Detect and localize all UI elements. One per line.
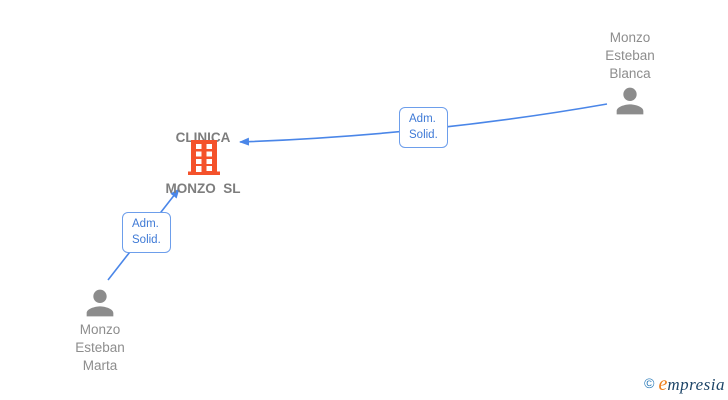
edge-label-line1: Adm. [132,218,159,230]
company-name-line2: MONZO SL [165,181,241,196]
person-name-marta-line1: Monzo [79,322,121,337]
person-name-blanca: Monzo Esteban Blanca [570,29,690,83]
edge-label-line1: Adm. [409,113,436,125]
brand-initial: e [658,373,668,395]
person-name-marta-line2: Esteban [75,340,125,355]
person-name-blanca-line1: Monzo [609,30,651,45]
edge-label-line2: Solid. [409,129,438,141]
person-name-marta: Monzo Esteban Marta [40,321,160,375]
person-name-blanca-line2: Esteban [605,48,655,63]
empresia-logo[interactable]: ©empresia [644,373,725,396]
brand-rest: mpresia [667,375,725,394]
copyright-icon: © [644,375,655,391]
edge-label-blanca-to-company[interactable]: Adm. Solid. [399,107,448,148]
edge-label-line2: Solid. [132,234,161,246]
person-icon-blanca[interactable] [610,81,650,121]
edge-label-marta-to-company[interactable]: Adm. Solid. [122,212,171,253]
person-icon-marta[interactable] [80,283,120,323]
person-name-blanca-line3: Blanca [609,66,651,81]
building-icon[interactable] [187,139,221,175]
person-name-marta-line3: Marta [82,358,118,373]
company-name: CLINICA MONZO SL [128,95,278,231]
